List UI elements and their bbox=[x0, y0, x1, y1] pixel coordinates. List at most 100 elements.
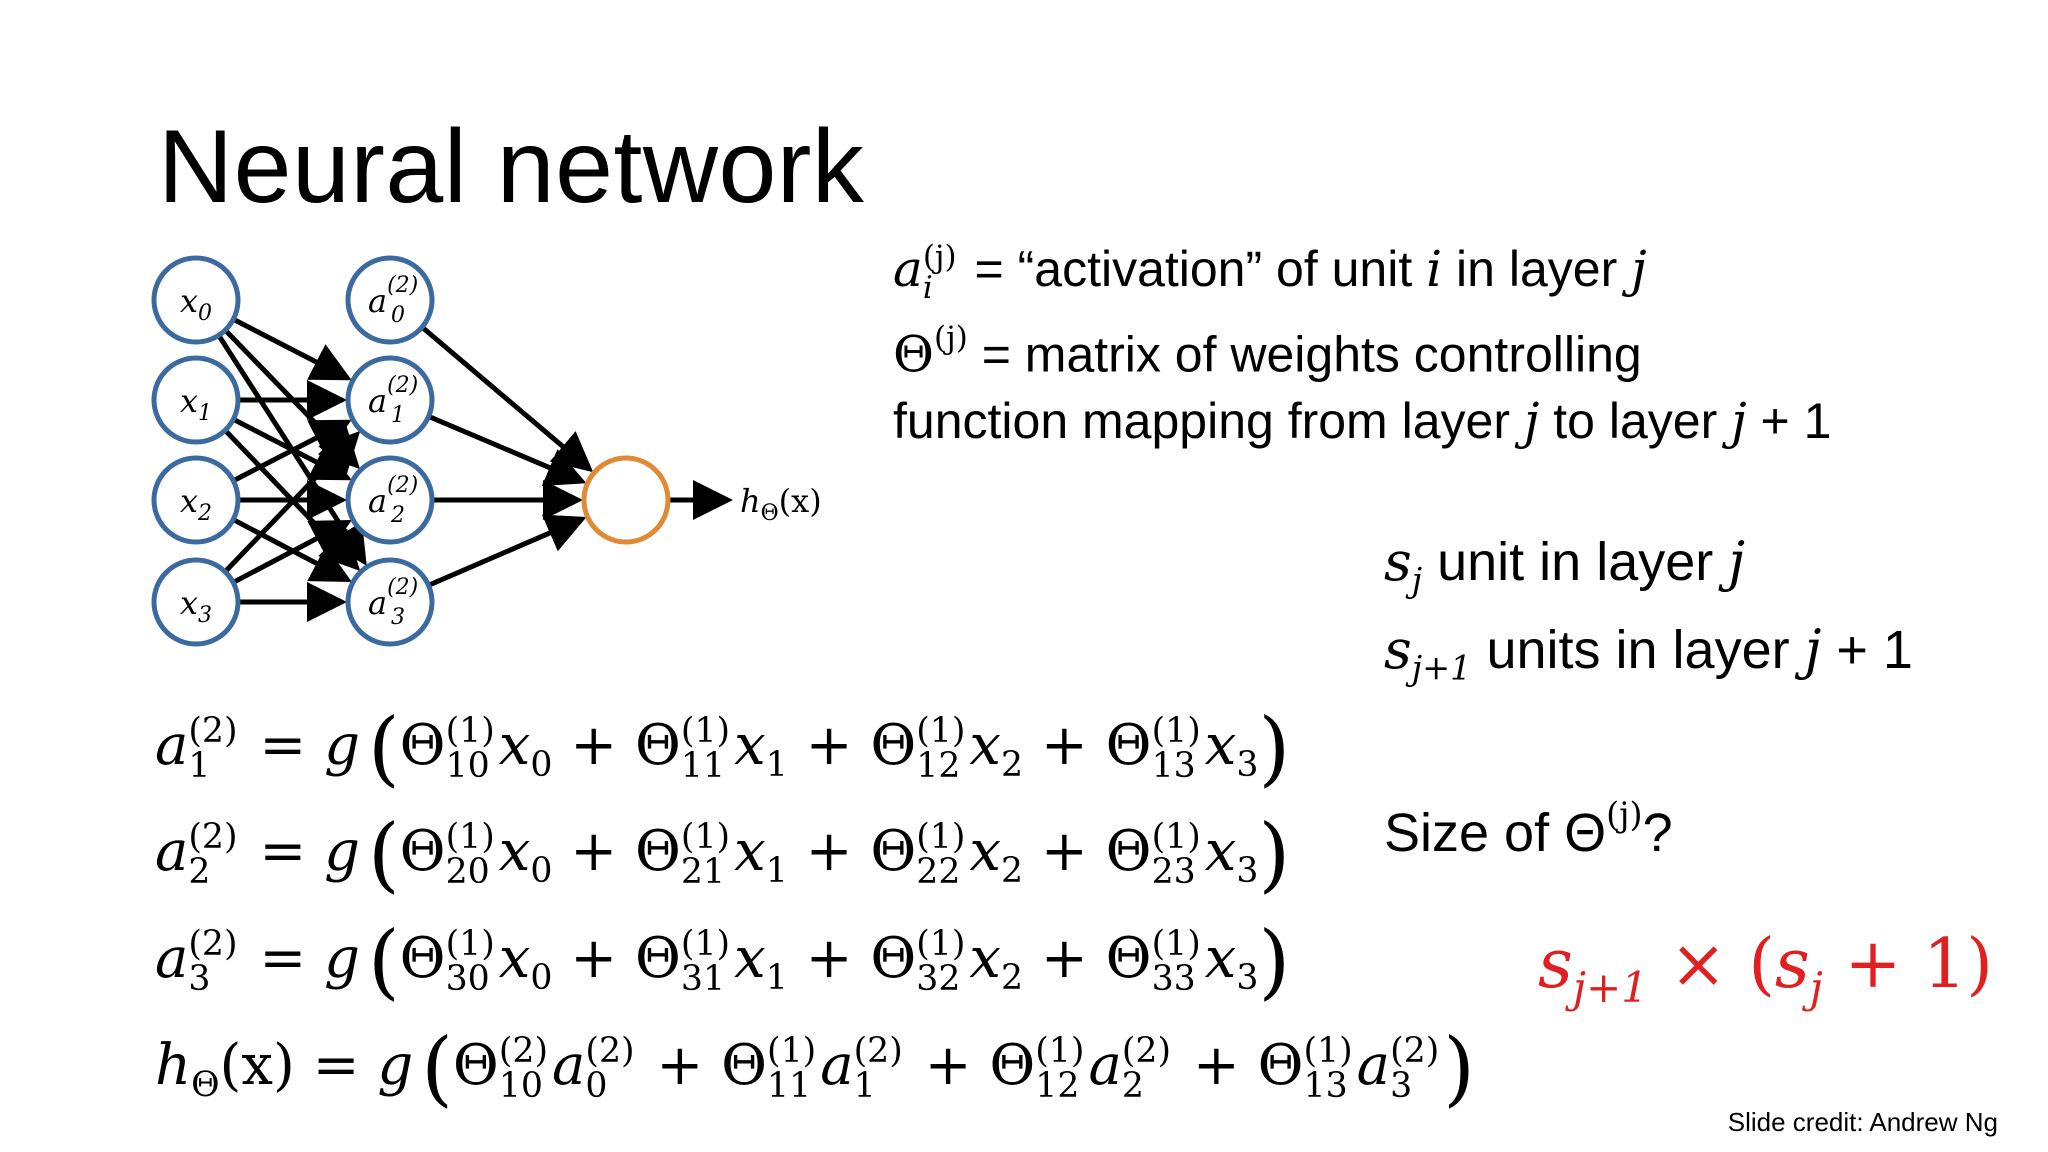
term-var-sub: 2 bbox=[1001, 744, 1024, 785]
theta-definition-cont: function mapping from layer j to layer j… bbox=[893, 392, 1831, 450]
hidden-to-output-arrow bbox=[427, 414, 587, 487]
right-paren: ) bbox=[1443, 1022, 1475, 1116]
activation-mid: in layer bbox=[1442, 241, 1632, 297]
var-sub: 3 bbox=[1390, 1066, 1413, 1107]
var-index: (2)0 bbox=[585, 1034, 634, 1103]
term-var-sub: 0 bbox=[530, 850, 553, 891]
activation-symbol: a bbox=[893, 240, 923, 298]
term-var-sub: 2 bbox=[1001, 957, 1024, 998]
theta-sup: (1) bbox=[445, 711, 495, 752]
theta-index: (1)12 bbox=[916, 714, 965, 783]
var-sup: (2) bbox=[853, 1031, 903, 1072]
theta-sup: (1) bbox=[916, 924, 966, 965]
lhs-arg: (x) bbox=[219, 1032, 295, 1098]
term-var: a bbox=[1088, 1032, 1122, 1098]
theta-sup: (1) bbox=[680, 711, 731, 752]
lhs-sup: (2) bbox=[188, 817, 238, 858]
theta-symbol: Θ bbox=[399, 712, 446, 778]
theta-sup: (j) bbox=[934, 320, 968, 356]
term-var-sub: 1 bbox=[765, 957, 788, 998]
theta-index: (1)33 bbox=[1152, 927, 1201, 996]
term-var-sub: 2 bbox=[1001, 850, 1024, 891]
term-var: x bbox=[1204, 925, 1237, 991]
activation-sub: i bbox=[922, 269, 933, 306]
left-paren: ( bbox=[367, 702, 400, 796]
plus-sign: + bbox=[906, 1032, 990, 1098]
lhs-h-sub: Θ bbox=[191, 1064, 220, 1105]
theta-symbol: Θ bbox=[634, 712, 681, 778]
input-node-label: x2 bbox=[180, 482, 212, 526]
term-var-sub: 0 bbox=[530, 744, 553, 785]
activation-text: = “activation” of unit bbox=[960, 241, 1427, 297]
hidden-node-label: a(2)3 bbox=[368, 575, 418, 630]
theta-sup: (1) bbox=[680, 924, 731, 965]
theta-symbol: Θ bbox=[893, 325, 934, 384]
answer-end: + 1) bbox=[1822, 925, 1993, 1004]
theta-index: (1)30 bbox=[446, 927, 495, 996]
sj1-j: j bbox=[1804, 618, 1822, 681]
sj-symbol: s bbox=[1384, 530, 1412, 593]
theta-definition: Θ(j) = matrix of weights controlling bbox=[893, 320, 1642, 383]
term-var: a bbox=[552, 1032, 586, 1098]
answer-sub1: j+1 bbox=[1572, 962, 1649, 1012]
right-paren: ) bbox=[1258, 702, 1291, 796]
lhs-h: h bbox=[155, 1032, 192, 1098]
input-node-label: x0 bbox=[180, 282, 212, 326]
sj-definition: sj unit in layer j bbox=[1384, 530, 1745, 600]
left-paren: ( bbox=[421, 1022, 453, 1116]
term-var: x bbox=[1204, 818, 1237, 884]
input-node bbox=[151, 557, 241, 647]
term-var-sub: 1 bbox=[765, 850, 788, 891]
plus-sign: + bbox=[552, 712, 635, 778]
theta-sup: (1) bbox=[916, 817, 966, 858]
theta-sup: (1) bbox=[1151, 924, 1201, 965]
input-node-label: x3 bbox=[180, 584, 212, 628]
theta-sup: (1) bbox=[680, 817, 731, 858]
theta-sub: 33 bbox=[1151, 959, 1196, 1000]
hidden-to-output-arrow bbox=[420, 325, 594, 473]
theta-sub: 31 bbox=[680, 959, 726, 1000]
theta-index: (2)10 bbox=[499, 1034, 548, 1103]
hidden-node-label: a(2)1 bbox=[368, 373, 418, 428]
term-var: x bbox=[498, 925, 531, 991]
sj-sub: j bbox=[1411, 560, 1423, 600]
plus-sign: + bbox=[1023, 818, 1106, 884]
theta-sub: 13 bbox=[1303, 1066, 1348, 1107]
hidden-node bbox=[345, 455, 435, 545]
lhs-index: (2)1 bbox=[188, 714, 237, 783]
hidden-node bbox=[345, 255, 435, 345]
hidden-to-output-arrow bbox=[427, 514, 587, 588]
plus-sign: + bbox=[787, 925, 871, 991]
theta-symbol: Θ bbox=[1105, 712, 1152, 778]
sj-j: j bbox=[1728, 530, 1746, 593]
theta-sub: 12 bbox=[916, 746, 961, 787]
sj1-end: + 1 bbox=[1821, 620, 1913, 680]
left-paren: ( bbox=[367, 915, 400, 1009]
lhs-sup: (2) bbox=[188, 924, 238, 965]
activation-i: i bbox=[1426, 240, 1443, 298]
input-node-label: x1 bbox=[180, 382, 212, 426]
answer-s: s bbox=[1538, 925, 1573, 1004]
plus-sign: + bbox=[1023, 925, 1106, 991]
hidden-node-label: a(2)0 bbox=[368, 273, 418, 328]
theta-index: (1)13 bbox=[1152, 714, 1201, 783]
term-var: x bbox=[1204, 712, 1237, 778]
sj1-sub: j+1 bbox=[1411, 648, 1472, 688]
term-var-sub: 3 bbox=[1236, 957, 1259, 998]
theta-sup: (1) bbox=[445, 924, 495, 965]
right-paren: ) bbox=[1258, 915, 1291, 1009]
theta-sup: (1) bbox=[1035, 1031, 1085, 1072]
activation-sup: (j) bbox=[922, 238, 957, 275]
theta-index: (1)12 bbox=[1035, 1034, 1084, 1103]
theta-sub: 10 bbox=[498, 1066, 544, 1107]
input-to-hidden-arrow bbox=[232, 317, 352, 381]
theta-sup: (1) bbox=[916, 711, 966, 752]
sj1-symbol: s bbox=[1384, 618, 1412, 681]
theta-text: = matrix of weights controlling bbox=[967, 326, 1642, 383]
theta-index: (1)11 bbox=[767, 1034, 816, 1103]
output-node bbox=[581, 455, 671, 545]
g-function: g bbox=[324, 818, 360, 884]
